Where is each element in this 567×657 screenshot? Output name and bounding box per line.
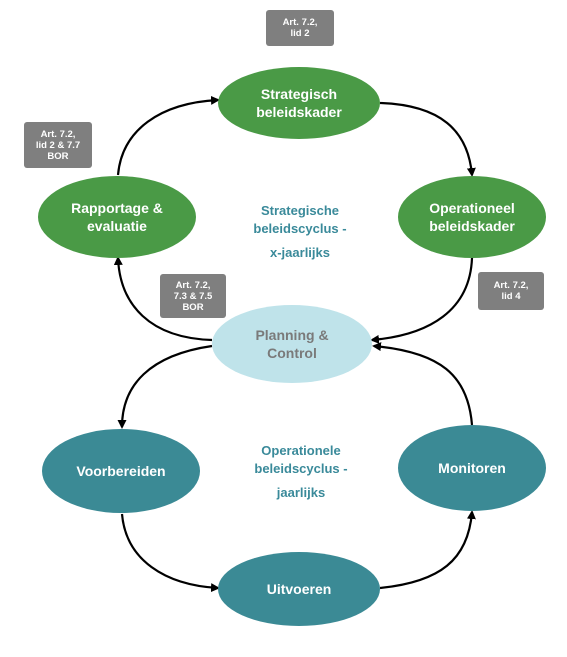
strategic-cycle-line3: x-jaarlijks [270,245,330,260]
strategic-cycle-label: Strategische beleidscyclus - x-jaarlijks [220,202,380,262]
arrow-voorbereiden-to-uitvoeren [120,513,220,593]
strategic-cycle-line1: Strategische [260,203,340,218]
badge-art-7-2-lid-4: Art. 7.2, lid 4 [478,272,544,310]
badge-art-7-2-7-3-7-5-bor: Art. 7.2, 7.3 & 7.5 BOR [160,274,226,318]
node-monitoren: Monitoren [398,425,546,511]
node-operationeel-beleidskader: Operationeel beleidskader [398,176,546,258]
arrow-strategisch-to-operationeel [379,101,476,177]
node-planning-control: Planning & Control [212,305,372,383]
badge-art-7-2-lid-2: Art. 7.2, lid 2 [266,10,334,46]
arrow-uitvoeren-to-monitoren [379,510,476,590]
arrow-operationeel-to-planning [370,257,474,344]
arrow-planning-to-rapportage [113,256,213,342]
node-voorbereiden: Voorbereiden [42,429,200,513]
arrow-monitoren-to-planning [372,342,474,426]
arrow-planning-to-voorbereiden [117,344,213,429]
operational-cycle-line2: beleidscyclus - [254,461,348,476]
badge-art-7-2-lid-2-7-7-bor: Art. 7.2, lid 2 & 7.7 BOR [24,122,92,168]
strategic-cycle-line2: beleidscyclus - [253,221,347,236]
operational-cycle-line1: Operationele [261,443,341,458]
node-rapportage-evaluatie: Rapportage & evaluatie [38,176,196,258]
operational-cycle-label: Operationele beleidscyclus - jaarlijks [226,442,376,502]
operational-cycle-line3: jaarlijks [276,485,326,500]
node-uitvoeren: Uitvoeren [218,552,380,626]
arrow-rapportage-to-strategisch [116,95,220,176]
node-strategisch-beleidskader: Strategisch beleidskader [218,67,380,139]
